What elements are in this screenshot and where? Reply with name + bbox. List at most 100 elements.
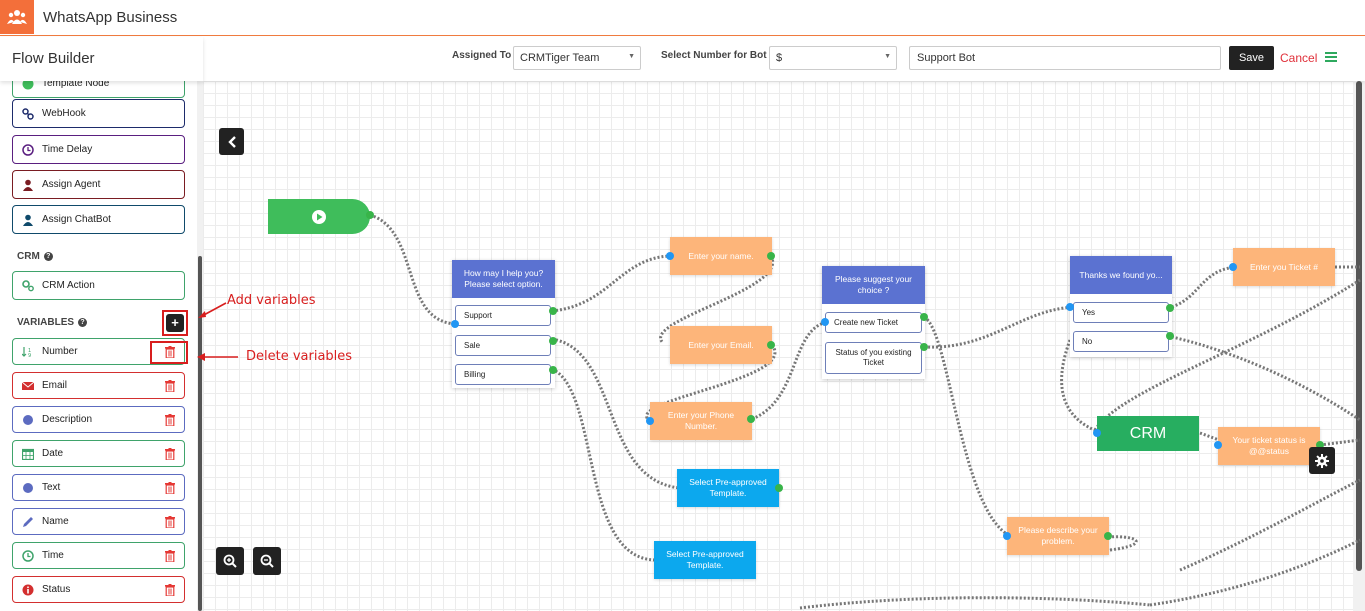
option-billing[interactable]: Billing [455, 364, 551, 385]
connector-dot[interactable] [767, 341, 775, 349]
trash-icon[interactable] [165, 550, 175, 562]
highlight-box [150, 341, 188, 364]
play-icon [312, 209, 326, 224]
time-delay-label: Time Delay [42, 144, 93, 155]
select-number-label: Select Number for Bot [661, 50, 767, 61]
connector-dot[interactable] [1104, 532, 1112, 540]
add-variables-annotation: Add variables [227, 293, 316, 308]
connector-dot[interactable] [451, 320, 459, 328]
connector-dot[interactable] [747, 415, 755, 423]
trash-icon[interactable] [165, 482, 175, 494]
webhook-button[interactable]: WebHook [12, 99, 185, 128]
variable-status[interactable]: Status [12, 576, 185, 603]
start-node[interactable] [268, 199, 370, 234]
enter-phone-node[interactable]: Enter your Phone Number. [650, 402, 752, 440]
crm-action-button[interactable]: CRM Action [12, 271, 185, 300]
variable-label: Number [42, 346, 78, 357]
option-support[interactable]: Support [455, 305, 551, 326]
connector-dot[interactable] [549, 307, 557, 315]
variable-label: Time [42, 550, 64, 561]
zoom-out-icon [260, 554, 274, 568]
connector-dot[interactable] [775, 484, 783, 492]
trash-icon[interactable] [165, 380, 175, 392]
option-sale[interactable]: Sale [455, 335, 551, 356]
connector-dot[interactable] [920, 343, 928, 351]
variable-description[interactable]: Description [12, 406, 185, 433]
bot-name-value: Support Bot [917, 52, 976, 64]
template-node-2[interactable]: Select Pre-approved Template. [654, 541, 756, 579]
canvas-scrollbar[interactable] [1353, 81, 1365, 611]
connector-dot[interactable] [646, 417, 654, 425]
enter-name-node[interactable]: Enter your name. [670, 237, 772, 275]
connector-dot[interactable] [549, 366, 557, 374]
node-settings-button[interactable] [1309, 447, 1335, 474]
time-delay-button[interactable]: Time Delay [12, 135, 185, 164]
variable-date[interactable]: Date [12, 440, 185, 467]
trash-icon[interactable] [165, 346, 175, 358]
connector-dot[interactable] [767, 252, 775, 260]
connector-dot[interactable] [666, 252, 674, 260]
trash-icon[interactable] [165, 448, 175, 460]
highlight-box [162, 310, 188, 336]
describe-problem-node[interactable]: Please describe your problem. [1007, 517, 1109, 555]
crm-node[interactable]: CRM [1097, 416, 1199, 451]
assign-chatbot-button[interactable]: Assign ChatBot [12, 205, 185, 234]
help-icon[interactable]: ? [78, 318, 88, 327]
trash-icon[interactable] [165, 584, 175, 596]
template-node-button[interactable]: Template Node [12, 81, 185, 98]
connector-dot[interactable] [1316, 441, 1324, 449]
bot-name-input[interactable]: Support Bot [909, 46, 1221, 70]
enter-email-node[interactable]: Enter your Email. [670, 326, 772, 364]
add-variable-button[interactable]: + [166, 314, 184, 332]
connector-dot[interactable] [1214, 441, 1222, 449]
connector-dot[interactable] [1166, 332, 1174, 340]
variable-time[interactable]: Time [12, 542, 185, 569]
option-no[interactable]: No [1073, 331, 1169, 352]
collapse-sidebar-button[interactable] [219, 128, 244, 155]
app-logo-icon[interactable] [0, 0, 34, 34]
save-button[interactable]: Save [1229, 46, 1274, 70]
enter-ticket-node[interactable]: Enter you Ticket # [1233, 248, 1335, 286]
zoom-in-icon [223, 554, 237, 568]
variables-title-text: VARIABLES [17, 317, 75, 328]
trash-icon[interactable] [165, 414, 175, 426]
variable-name[interactable]: Name [12, 508, 185, 535]
option-yes[interactable]: Yes [1073, 302, 1169, 323]
variable-text[interactable]: Text [12, 474, 185, 501]
cancel-button[interactable]: Cancel [1280, 51, 1318, 65]
template-node-1[interactable]: Select Pre-approved Template. [677, 469, 779, 507]
ticket-status-node[interactable]: Your ticket status is @@status [1218, 427, 1320, 465]
help-icon[interactable]: ? [43, 252, 53, 261]
flow-builder-title: Flow Builder [12, 50, 95, 67]
variable-label: Description [42, 414, 93, 425]
connector-dot[interactable] [366, 211, 374, 219]
connector-dot[interactable] [1166, 304, 1174, 312]
zoom-in-button[interactable] [216, 547, 244, 575]
question-node-help[interactable]: How may I help you? Please select option… [452, 260, 555, 388]
flow-canvas[interactable] [203, 81, 1353, 611]
sidebar-scrollbar[interactable] [197, 81, 203, 611]
connector-dot[interactable] [549, 337, 557, 345]
zoom-out-button[interactable] [253, 547, 281, 575]
connector-dot[interactable] [1003, 532, 1011, 540]
assigned-to-select[interactable]: CRMTiger Team ▼ [513, 46, 641, 70]
connector-dot[interactable] [920, 313, 928, 321]
connector-dot[interactable] [1066, 303, 1074, 311]
question-node-choice[interactable]: Please suggest your choice ? Create new … [822, 266, 925, 379]
menu-icon[interactable] [1325, 52, 1337, 62]
variable-email[interactable]: Email [12, 372, 185, 399]
variables-section-title: VARIABLES ? [17, 317, 88, 328]
number-select[interactable]: $ ▼ [769, 46, 897, 70]
option-create-ticket[interactable]: Create new Ticket [825, 312, 922, 333]
question-title: How may I help you? Please select option… [452, 260, 555, 298]
connector-dot[interactable] [1093, 429, 1101, 437]
question-node-found[interactable]: Thanks we found yo... Yes No [1070, 256, 1172, 357]
trash-icon[interactable] [165, 516, 175, 528]
circle-icon [22, 482, 34, 494]
option-existing-ticket[interactable]: Status of you existing Ticket [825, 342, 922, 374]
connector-dot[interactable] [1229, 263, 1237, 271]
connector-dot[interactable] [821, 318, 829, 326]
assign-agent-button[interactable]: Assign Agent [12, 170, 185, 199]
variable-label: Date [42, 448, 64, 459]
